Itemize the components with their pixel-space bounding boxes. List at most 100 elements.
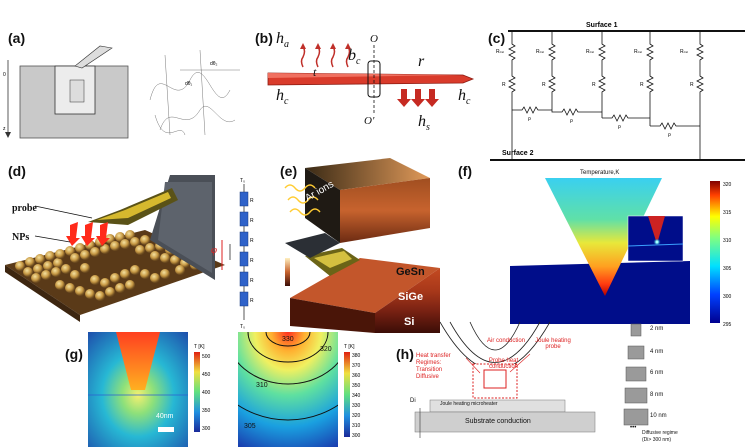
svg-text:315: 315 bbox=[723, 210, 732, 216]
g-contour-305: 305 bbox=[244, 423, 256, 430]
h-c-left-label: hc bbox=[276, 87, 289, 108]
h-joule-micro: Joule heating microheater bbox=[440, 401, 498, 407]
h-s-label: hs bbox=[418, 113, 430, 134]
svg-text:ρ: ρ bbox=[570, 118, 573, 124]
t-label: t bbox=[313, 65, 317, 79]
svg-text:295: 295 bbox=[723, 322, 732, 328]
svg-text:450: 450 bbox=[202, 372, 211, 378]
probe-label: probe bbox=[12, 203, 37, 214]
o-label: O bbox=[370, 33, 378, 45]
svg-text:0: 0 bbox=[3, 72, 6, 78]
svg-text:z: z bbox=[3, 126, 6, 132]
h-size-4: 4 nm bbox=[650, 349, 664, 355]
g-right-colorbar: T [K] 380 370 360 350 340 330 320 310 30… bbox=[344, 344, 361, 439]
svg-text:360: 360 bbox=[352, 373, 361, 379]
panel-a: 0 z dθ₁ dθ₂ bbox=[0, 40, 250, 150]
svg-text:300: 300 bbox=[723, 294, 732, 300]
phi-label: φ bbox=[211, 244, 218, 256]
svg-text:RCsl: RCsl bbox=[496, 49, 504, 55]
sige-label: SiGe bbox=[398, 291, 424, 303]
svg-text:T₀: T₀ bbox=[240, 324, 245, 330]
h-dots: ••• bbox=[630, 425, 637, 431]
g-left-colorbar: T [K] 500 450 400 350 300 bbox=[194, 344, 211, 432]
svg-text:320: 320 bbox=[723, 182, 732, 188]
nps-label: NPs bbox=[12, 232, 30, 243]
f-colorbar-ticks: 320 315 310 305 300 295 bbox=[723, 182, 732, 328]
svg-text:dθ₂: dθ₂ bbox=[210, 61, 218, 67]
panel-c-circuit: Surface 1 Surface 2 RCsl RCsl RCsl RCsl … bbox=[490, 22, 745, 161]
svg-text:R: R bbox=[250, 238, 254, 244]
h-di-range: (Di> 300 nm) bbox=[642, 437, 672, 443]
o-prime-label: O' bbox=[364, 115, 375, 127]
h-diffusive-regime: Diffusive regime bbox=[642, 430, 678, 436]
svg-text:RCsl: RCsl bbox=[536, 49, 544, 55]
svg-text:R: R bbox=[502, 82, 506, 88]
svg-text:305: 305 bbox=[723, 266, 732, 272]
panel-f-temperature-map: 320 315 310 305 300 295 bbox=[510, 178, 732, 328]
r-label: r bbox=[418, 53, 425, 70]
panel-g-maps: T [K] 500 450 400 350 300 T [K] 380 370 … bbox=[88, 332, 361, 447]
panel-g: T [K] 500 450 400 350 300 T [K] 380 370 … bbox=[88, 332, 388, 447]
svg-text:ρ: ρ bbox=[618, 124, 621, 130]
panel-d-label: (d) bbox=[8, 163, 26, 179]
svg-text:ρ: ρ bbox=[668, 132, 671, 138]
h-a-label: ha bbox=[276, 30, 289, 51]
svg-text:RCsl: RCsl bbox=[634, 49, 642, 55]
svg-text:350: 350 bbox=[202, 408, 211, 414]
svg-text:R: R bbox=[690, 82, 694, 88]
svg-text:300: 300 bbox=[202, 426, 211, 432]
svg-text:370: 370 bbox=[352, 363, 361, 369]
surface1-label: Surface 1 bbox=[586, 22, 618, 29]
panel-c-label: (c) bbox=[488, 30, 506, 46]
h-c-right-label: hc bbox=[458, 87, 471, 108]
g-scale-bar-label: 40nm bbox=[156, 413, 174, 420]
panel-f-label: (f) bbox=[458, 163, 472, 179]
h-joule-probe: Joule heating probe bbox=[535, 338, 571, 350]
panel-h: Heat transfer Regimes: Transition Diffus… bbox=[410, 318, 750, 447]
g-contour-330: 330 bbox=[282, 336, 294, 343]
f-title: Temperature,K bbox=[580, 170, 620, 176]
h-air-conduction: Air conduction bbox=[486, 338, 526, 344]
svg-text:320: 320 bbox=[352, 413, 361, 419]
panel-e-schematic bbox=[284, 158, 440, 333]
panel-g-label: (g) bbox=[65, 346, 83, 362]
h-size-8: 8 nm bbox=[650, 392, 664, 398]
h-probe-heat: Probe heat conduction bbox=[488, 358, 519, 370]
svg-text:R: R bbox=[250, 298, 254, 304]
b-c-label: bc bbox=[348, 47, 361, 68]
svg-text:R: R bbox=[592, 82, 596, 88]
surface2-label: Surface 2 bbox=[502, 150, 534, 157]
panel-h-schematic bbox=[414, 321, 649, 438]
h-di: Di bbox=[410, 398, 416, 404]
g-contour-310: 310 bbox=[256, 382, 268, 389]
svg-text:R: R bbox=[250, 218, 254, 224]
panel-a-label: (a) bbox=[8, 30, 26, 46]
svg-text:T [K]: T [K] bbox=[344, 344, 355, 350]
svg-text:330: 330 bbox=[352, 403, 361, 409]
si-label: Si bbox=[404, 316, 415, 328]
svg-text:ρ: ρ bbox=[528, 116, 531, 122]
svg-text:RCsl: RCsl bbox=[680, 49, 688, 55]
panel-a-schematic: 0 z dθ₁ dθ₂ bbox=[3, 45, 240, 139]
panel-e-label: (e) bbox=[280, 163, 298, 179]
svg-text:500: 500 bbox=[202, 354, 211, 360]
panel-f: 320 315 310 305 300 295 Temperature,K bbox=[450, 166, 750, 336]
svg-text:R: R bbox=[250, 198, 254, 204]
svg-text:380: 380 bbox=[352, 353, 361, 359]
svg-text:400: 400 bbox=[202, 390, 211, 396]
h-size-10: 10 nm bbox=[650, 413, 667, 419]
h-size-6: 6 nm bbox=[650, 370, 664, 376]
panel-b-schematic bbox=[267, 43, 475, 115]
svg-text:310: 310 bbox=[352, 423, 361, 429]
panel-b-label: (b) bbox=[255, 30, 273, 46]
svg-text:R: R bbox=[542, 82, 546, 88]
panel-b: ha t bc O O' r hc hc hs bbox=[258, 25, 480, 150]
svg-text:310: 310 bbox=[723, 238, 732, 244]
panel-c: Surface 1 Surface 2 RCsl RCsl RCsl RCsl … bbox=[490, 18, 748, 168]
svg-text:dθ₁: dθ₁ bbox=[185, 81, 193, 87]
svg-text:R: R bbox=[250, 258, 254, 264]
gesn-label: GeSn bbox=[396, 266, 425, 278]
svg-text:T [K]: T [K] bbox=[194, 344, 205, 350]
